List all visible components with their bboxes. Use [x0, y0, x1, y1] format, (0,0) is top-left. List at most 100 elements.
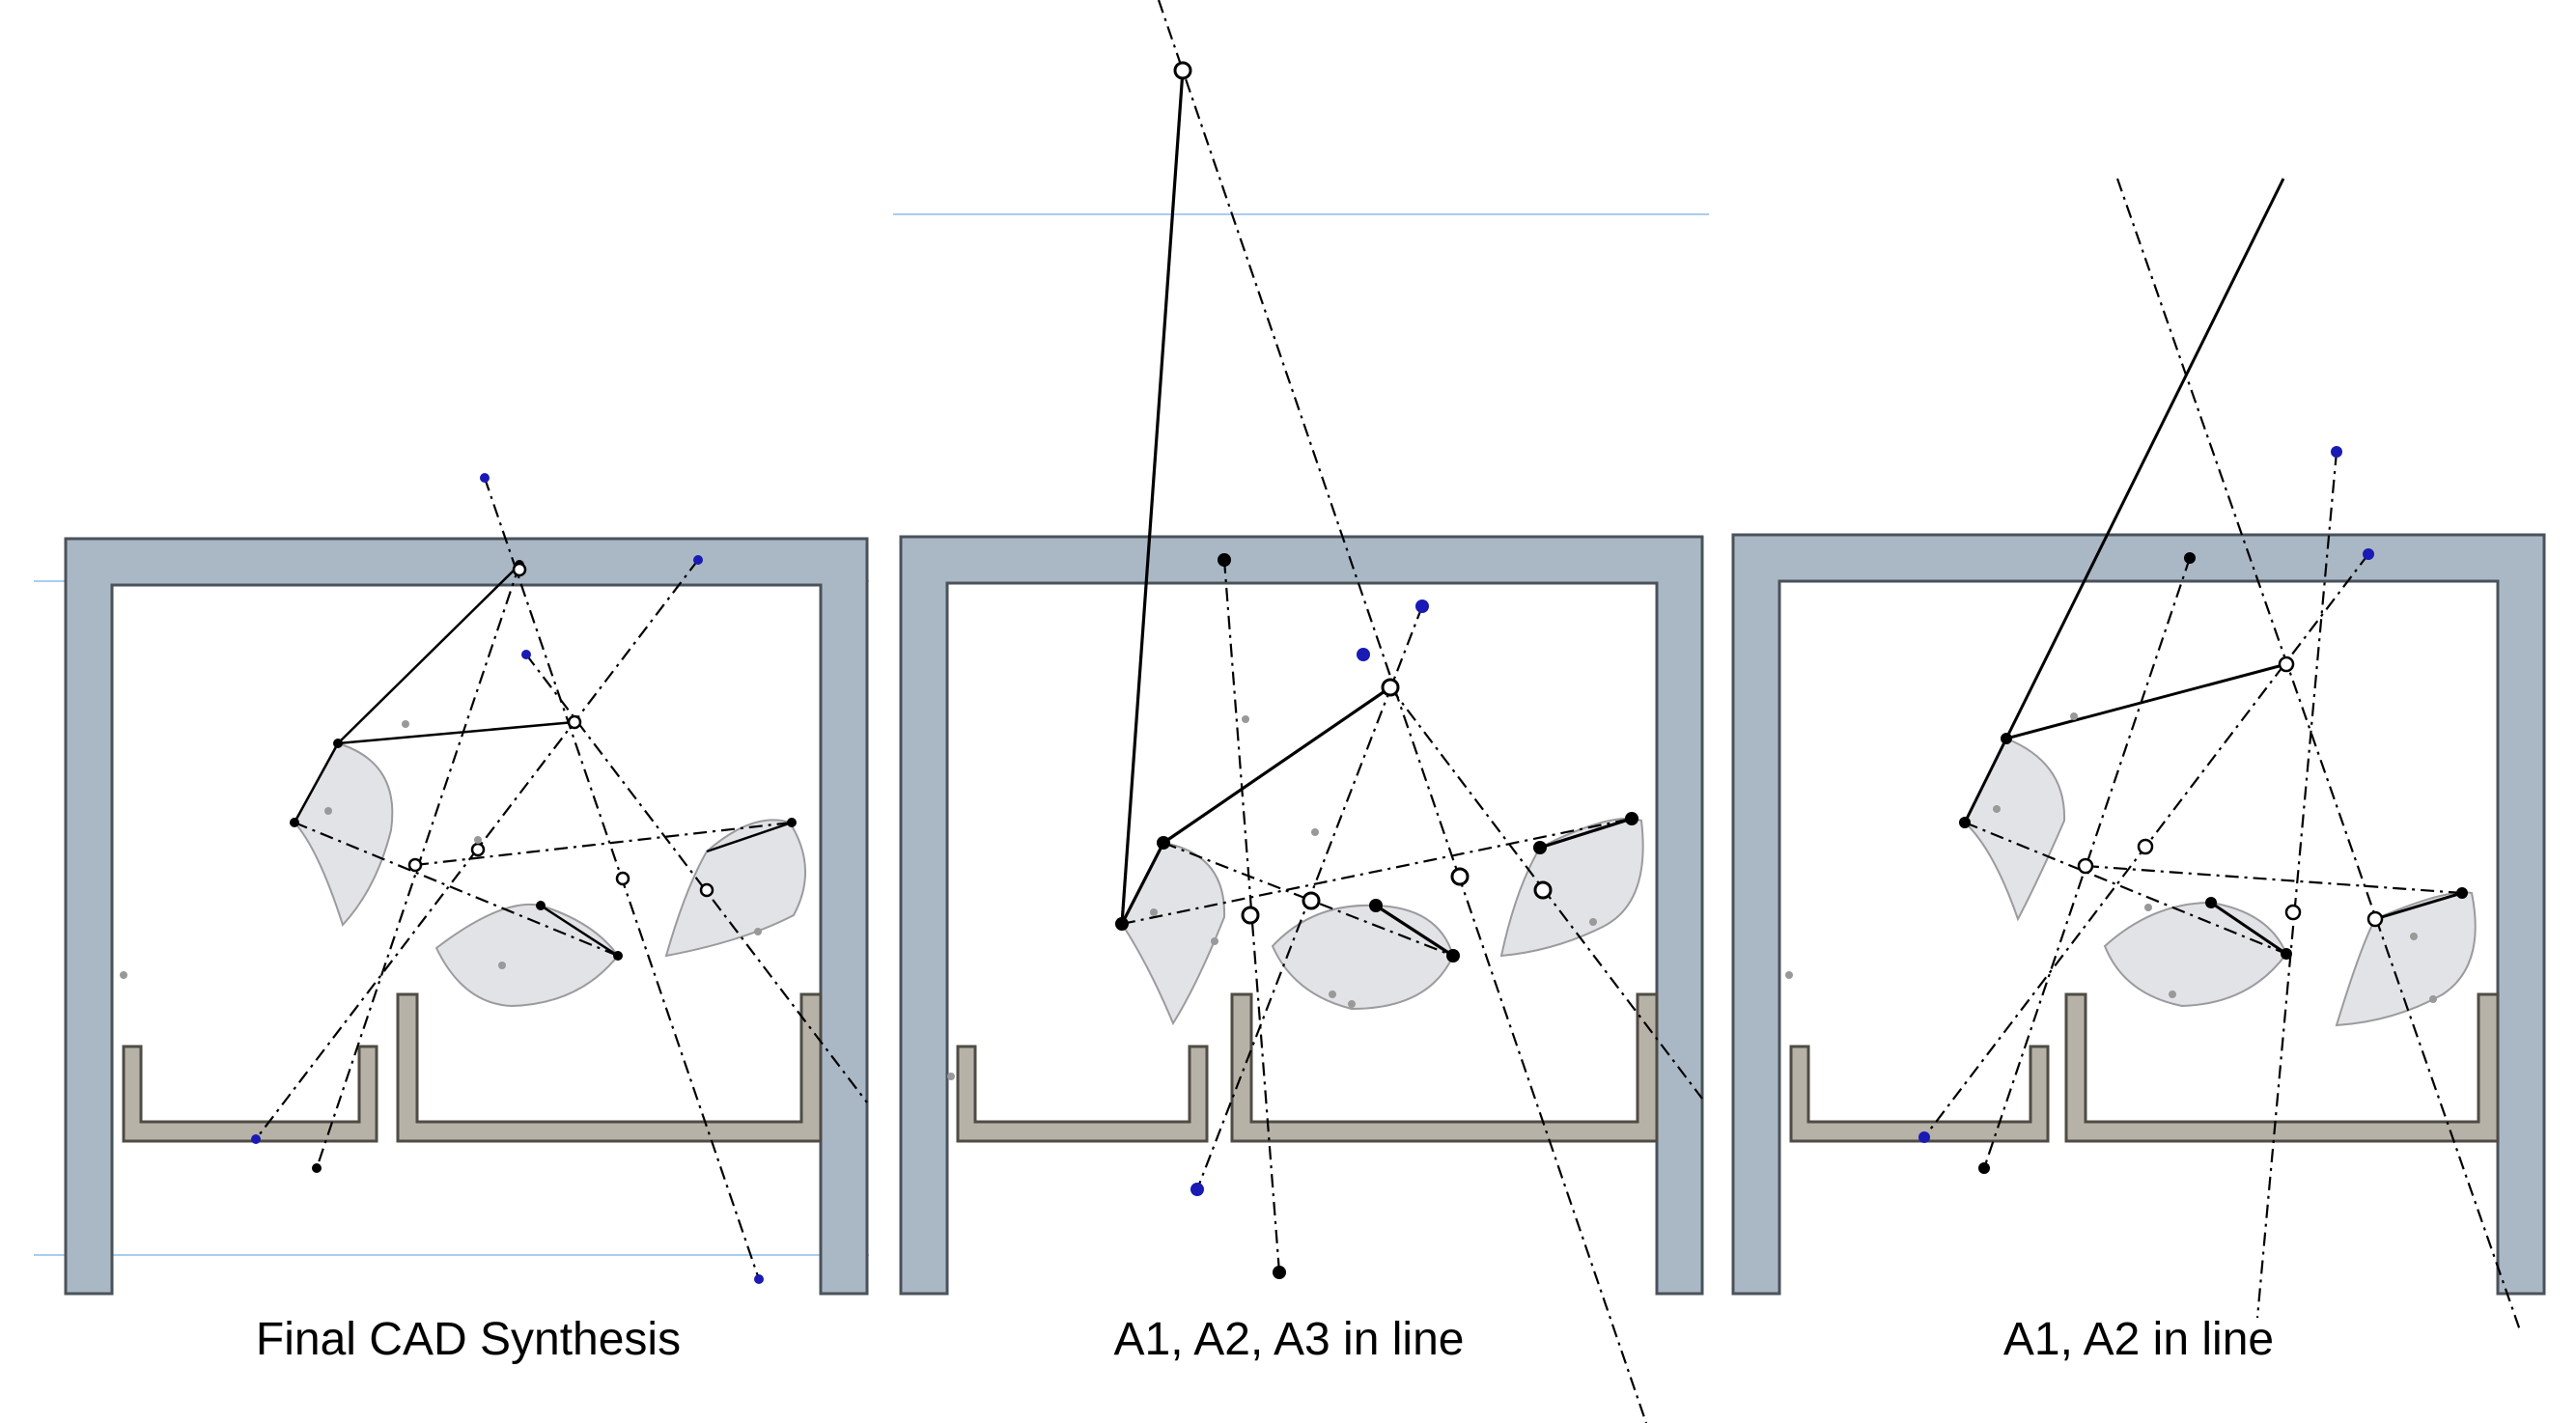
dash-dot-line [294, 821, 619, 958]
dash-dot-line [2255, 451, 2338, 1319]
dash-dot-line [414, 821, 793, 867]
small-tray [1789, 1045, 2050, 1143]
gray-point [1348, 1000, 1356, 1008]
pole-point [1533, 880, 1553, 900]
coupler-position-3 [664, 819, 807, 958]
joint [290, 818, 299, 827]
panel-a1-a2-in-line [1731, 178, 2546, 1331]
gray-point [754, 928, 762, 935]
coupler-position-2 [434, 904, 620, 1008]
caption-a1-a2-in-line: A1, A2 in line [2002, 1314, 2275, 1365]
fixed-pivot [1218, 553, 1231, 567]
dash-dot-line [1964, 821, 2287, 956]
gray-point [1329, 991, 1336, 998]
small-tray [956, 1045, 1209, 1143]
link [293, 742, 340, 823]
large-tray [396, 992, 823, 1143]
joint [1446, 949, 1460, 963]
fixed-pivot [1273, 1266, 1286, 1279]
pole-point [1173, 61, 1192, 80]
fixed-pivot [1978, 1162, 1990, 1174]
dash-dot-line [525, 654, 868, 1103]
joint [787, 818, 797, 827]
pole-point [1450, 867, 1470, 886]
gray-point [2144, 904, 2152, 911]
joint [1157, 836, 1170, 850]
joint [1625, 812, 1638, 825]
gray-point [1311, 828, 1319, 836]
gray-point [1785, 971, 1793, 979]
panel-final-cad-synthesis [34, 473, 869, 1296]
joint [1959, 817, 1971, 828]
joint [536, 901, 546, 910]
joint [2001, 733, 2012, 744]
link [337, 720, 575, 745]
coupler-position-1 [1120, 841, 1226, 1026]
gray-point [1993, 805, 2001, 813]
gray-point [2410, 933, 2418, 940]
coupler-position-3 [1499, 817, 1644, 958]
blue-pivot [2363, 548, 2374, 560]
fixed-pivot [2184, 552, 2196, 564]
gray-point [1589, 918, 1597, 926]
link [337, 564, 520, 744]
gray-point [402, 720, 409, 728]
pole-point [1241, 906, 1260, 925]
machine-frame [899, 535, 1704, 1296]
coupler-position-1 [1963, 737, 2066, 922]
joint [613, 951, 623, 961]
coupler-position-2 [1271, 904, 1455, 1011]
joint [1369, 899, 1383, 912]
fixed-pivot [312, 1163, 322, 1173]
link [2004, 178, 2285, 739]
pole-point [615, 871, 630, 886]
blue-pivot [1190, 1183, 1204, 1196]
blue-pivot [1918, 1131, 1930, 1143]
machine-frame [1731, 533, 2546, 1296]
link [540, 904, 619, 958]
link [1162, 685, 1391, 845]
pole-point [1381, 678, 1400, 697]
dash-dot-line [1157, 0, 1648, 1423]
machine-frame [64, 537, 869, 1296]
blue-pivot [693, 555, 703, 565]
link [1539, 817, 1633, 850]
dash-dot-line [1162, 841, 1454, 958]
link [706, 821, 793, 853]
large-tray [1230, 992, 1659, 1143]
caption-a1-a2-a3-in-line: A1, A2, A3 in line [1113, 1314, 1465, 1365]
joint [1533, 841, 1547, 854]
link [2210, 901, 2287, 956]
pole-point [2137, 838, 2154, 855]
pole-point [2284, 904, 2302, 921]
pole-point [567, 714, 582, 730]
panel-a1-a2-a3-in-line [893, 0, 1709, 1423]
blue-pivot [1415, 600, 1429, 613]
joint [333, 739, 343, 748]
blue-pivot [251, 1134, 261, 1144]
joint [2281, 948, 2292, 960]
gray-point [2169, 991, 2176, 998]
caption-final-cad-synthesis: Final CAD Synthesis [255, 1314, 682, 1365]
blue-pivot [2331, 446, 2342, 458]
joint [1115, 917, 1129, 931]
pole-point [699, 882, 714, 898]
link [1375, 904, 1454, 958]
joint [2456, 887, 2468, 899]
pole-point [512, 562, 527, 577]
gray-point [2070, 712, 2078, 720]
pole-point [2278, 656, 2295, 673]
blue-pivot [754, 1274, 764, 1284]
pole-point [2077, 857, 2094, 875]
dash-dot-line [2085, 864, 2463, 895]
dash-dot-line [2115, 178, 2522, 1331]
pole-point [470, 842, 486, 857]
blue-pivot [521, 650, 531, 659]
gray-point [1242, 715, 1249, 723]
link [1120, 842, 1165, 925]
gray-point [324, 807, 332, 815]
link [1120, 70, 1185, 925]
dash-dot-line [1982, 557, 2192, 1169]
coupler-position-3 [2335, 891, 2477, 1027]
